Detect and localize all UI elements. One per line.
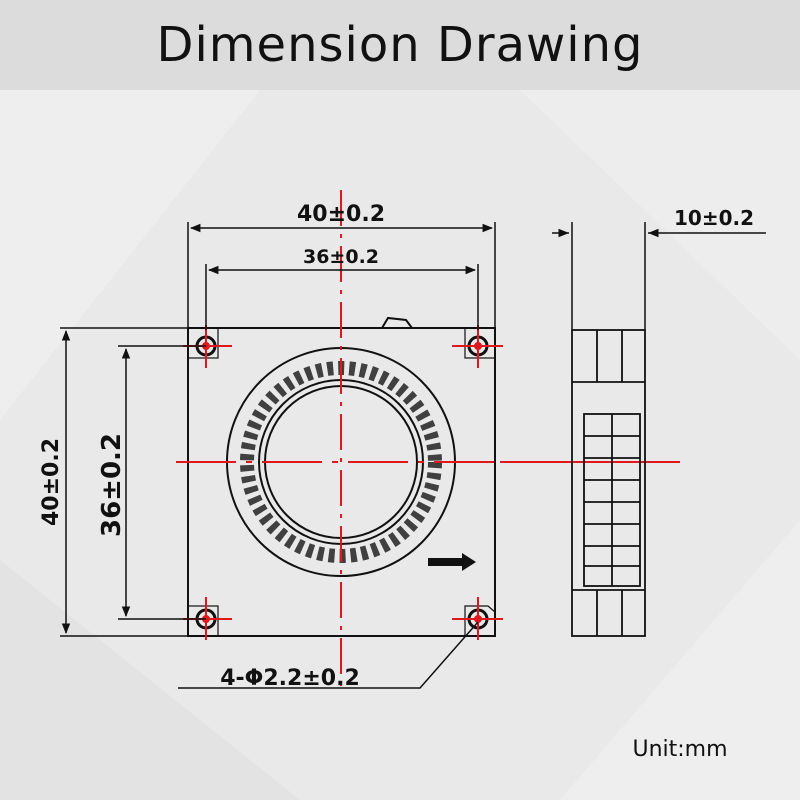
page-title: Dimension Drawing: [156, 17, 644, 73]
side-view: [571, 329, 646, 637]
dim-holes: 4-Φ2.2±0.2: [220, 666, 360, 691]
dimension-lines: [60, 222, 766, 689]
title-bar: Dimension Drawing: [0, 0, 800, 90]
dim-side-inner: 36±0.2: [97, 433, 127, 537]
outlet-tab: [381, 316, 413, 329]
dim-thickness: 10±0.2: [674, 206, 754, 230]
dim-side-outer: 40±0.2: [39, 438, 64, 526]
dim-top-outer: 40±0.2: [297, 202, 385, 227]
unit-label: Unit:mm: [632, 737, 727, 762]
dim-top-inner: 36±0.2: [303, 246, 379, 268]
rotation-arrow-icon: [428, 553, 476, 571]
side-outline: [571, 329, 646, 637]
background-facets: [0, 90, 800, 800]
